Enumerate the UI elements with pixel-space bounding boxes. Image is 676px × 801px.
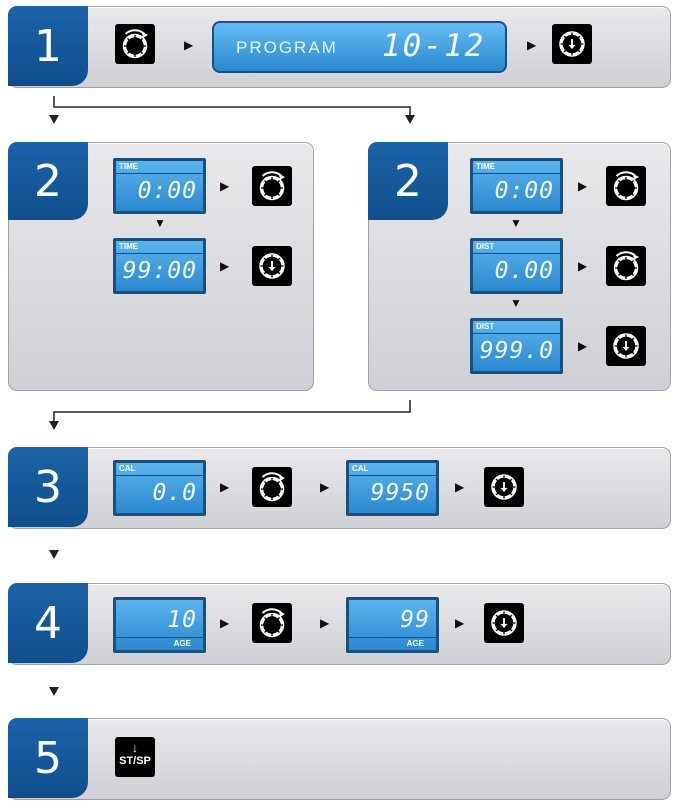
step-4-number: 4 [8, 583, 88, 663]
step-3-number: 3 [8, 447, 88, 527]
display-header: DIST [473, 321, 560, 334]
enter-dial-icon[interactable] [252, 246, 292, 286]
arrow-right-icon: ▶ [578, 339, 588, 353]
display-value: 0:00 [137, 178, 197, 204]
step-3-calories-panel [8, 447, 671, 529]
program-range: 10-12 [382, 28, 486, 64]
calories-display: CAL 0.0 [113, 460, 206, 516]
arrow-right-icon: ▶ [578, 179, 588, 193]
program-display: PROGRAM 10-12 [212, 21, 507, 73]
rotate-dial-icon[interactable] [115, 24, 155, 64]
display-header: TIME [116, 161, 203, 174]
display-footer: AGE [116, 637, 203, 650]
display-value: 99 [400, 607, 430, 633]
display-header: TIME [116, 241, 203, 254]
calories-display: CAL 9950 [346, 460, 439, 516]
arrow-right-icon: ▶ [320, 480, 330, 494]
display-header: CAL [116, 463, 203, 476]
enter-dial-icon[interactable] [484, 603, 524, 643]
display-value: 10 [167, 607, 197, 633]
arrow-down-icon: ▼ [154, 216, 166, 230]
rotate-dial-icon[interactable] [606, 246, 646, 286]
rotate-dial-icon[interactable] [606, 166, 646, 206]
down-arrow-icon: ↓ [132, 741, 138, 755]
arrow-right-icon: ▶ [220, 179, 230, 193]
arrow-right-icon: ▶ [184, 38, 194, 52]
rotate-dial-icon[interactable] [252, 467, 292, 507]
display-footer: AGE [349, 637, 436, 650]
time-display: TIME 0:00 [113, 158, 206, 214]
arrow-right-icon: ▶ [527, 38, 537, 52]
step-5-number: 5 [8, 718, 88, 798]
arrow-right-icon: ▶ [455, 616, 465, 630]
time-display: TIME 0:00 [470, 158, 563, 214]
enter-dial-icon[interactable] [484, 467, 524, 507]
arrow-right-icon: ▶ [220, 616, 230, 630]
display-value: 999.0 [479, 338, 554, 364]
program-label: PROGRAM [236, 38, 338, 57]
enter-dial-icon[interactable] [606, 326, 646, 366]
arrow-right-icon: ▶ [220, 480, 230, 494]
display-header: TIME [473, 161, 560, 174]
distance-display: DIST 999.0 [470, 318, 563, 374]
arrow-right-icon: ▶ [320, 616, 330, 630]
arrow-right-icon: ▶ [455, 480, 465, 494]
start-stop-label: ST/SP [119, 755, 151, 767]
arrow-down-icon: ▼ [510, 216, 522, 230]
step-2-number: 2 [8, 142, 88, 220]
display-value: 0.00 [494, 258, 554, 284]
distance-display: DIST 0.00 [470, 238, 563, 294]
arrow-right-icon: ▶ [220, 259, 230, 273]
time-display: TIME 99:00 [113, 238, 206, 294]
rotate-dial-icon[interactable] [252, 166, 292, 206]
age-display: 10 AGE [113, 597, 206, 653]
enter-dial-icon[interactable] [552, 24, 592, 64]
step-4-age-panel [8, 583, 671, 665]
start-stop-button[interactable]: ↓ ST/SP [115, 737, 155, 777]
display-value: 99:00 [122, 258, 197, 284]
arrow-down-icon: ▼ [510, 296, 522, 310]
display-value: 9950 [370, 480, 430, 506]
age-display: 99 AGE [346, 597, 439, 653]
display-value: 0:00 [494, 178, 554, 204]
display-value: 0.0 [152, 480, 197, 506]
step-5-start-panel [8, 718, 671, 800]
display-header: CAL [349, 463, 436, 476]
arrow-right-icon: ▶ [578, 259, 588, 273]
rotate-dial-icon[interactable] [252, 603, 292, 643]
step-2-number: 2 [368, 142, 448, 220]
display-header: DIST [473, 241, 560, 254]
step-1-number: 1 [8, 6, 88, 86]
